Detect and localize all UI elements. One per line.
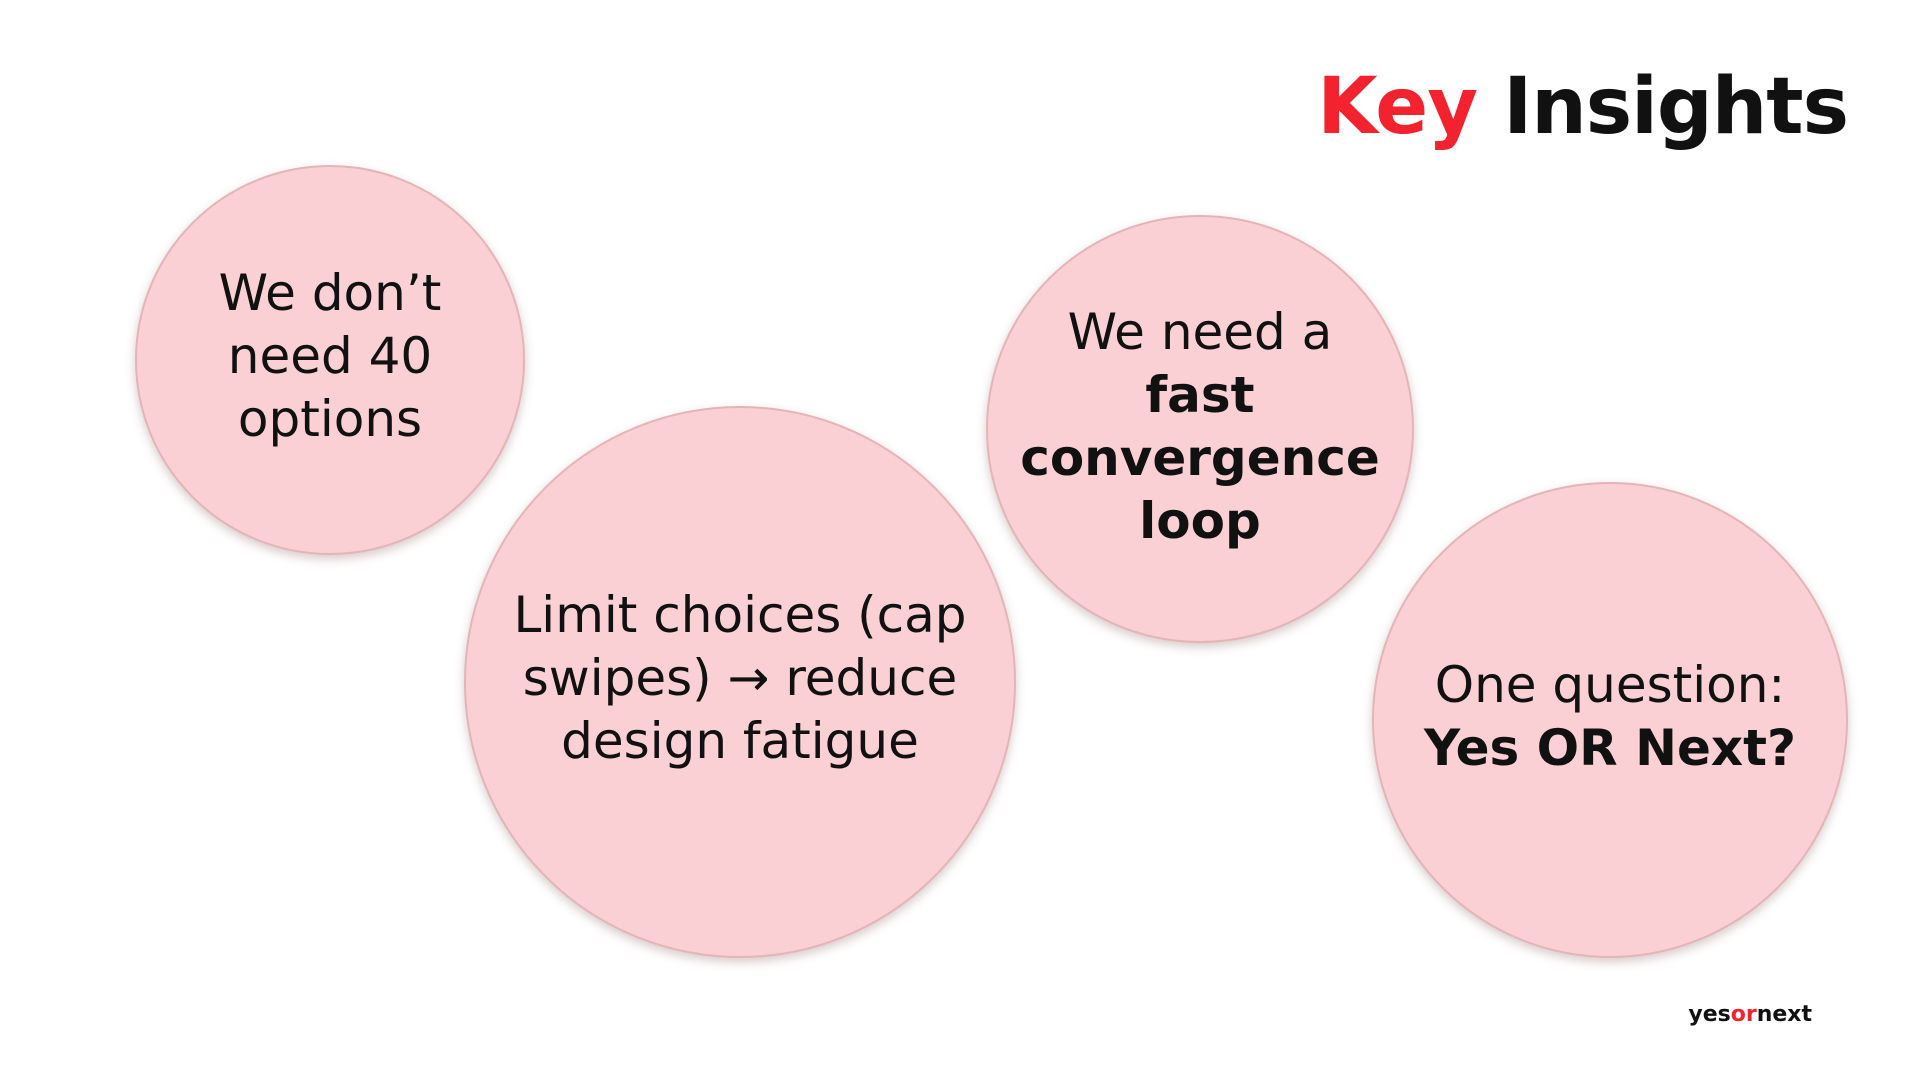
insight-line: One question:	[1434, 656, 1786, 714]
insight-line: need 40	[227, 326, 433, 385]
brand-logo: yesornext	[1688, 1002, 1812, 1027]
insight-text: One question: Yes OR Next?	[1424, 654, 1796, 786]
insight-line: swipes) → reduce	[522, 648, 958, 707]
insight-line-bold: Yes OR Next?	[1423, 719, 1797, 777]
brand-logo-part: next	[1756, 1002, 1812, 1027]
title-accent-word: Key	[1317, 62, 1478, 152]
insight-line-bold: fast	[1145, 366, 1255, 424]
insight-bubble-options: We don’t need 40 options	[135, 165, 525, 555]
insight-text: Limit choices (cap swipes) → reduce desi…	[513, 584, 966, 781]
insight-text: We need a fast convergence loop	[1020, 301, 1380, 557]
insight-bubble-one-question: One question: Yes OR Next?	[1372, 482, 1848, 958]
insight-line: Limit choices (cap	[513, 585, 967, 644]
insight-line: We need a	[1067, 303, 1333, 361]
insight-line: We don’t	[218, 263, 442, 322]
brand-logo-part-accent: or	[1730, 1002, 1757, 1027]
insight-text: We don’t need 40 options	[219, 262, 442, 459]
insight-bubble-limit-choices: Limit choices (cap swipes) → reduce desi…	[464, 406, 1016, 958]
title-rest-word: Insights	[1503, 62, 1849, 152]
insight-line: options	[237, 389, 423, 448]
insight-line: design fatigue	[561, 711, 919, 770]
slide-title: Key Insights	[1317, 62, 1849, 152]
insight-line-bold: convergence	[1020, 429, 1380, 487]
insight-bubble-convergence: We need a fast convergence loop	[986, 215, 1414, 643]
brand-logo-part: yes	[1688, 1002, 1731, 1027]
insight-line-bold: loop	[1139, 492, 1261, 550]
